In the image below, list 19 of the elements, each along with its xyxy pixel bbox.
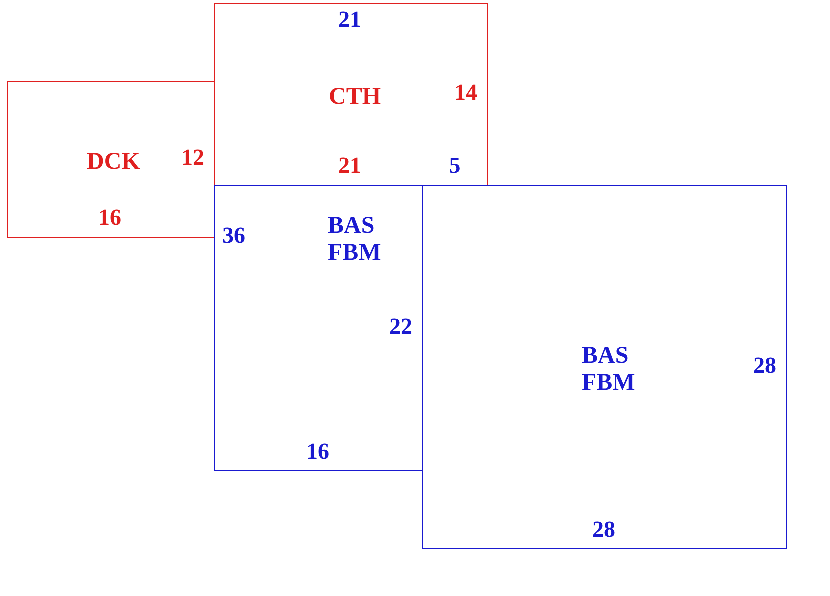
dimension-label: 12 xyxy=(182,145,204,171)
dimension-label: 5 xyxy=(449,153,461,179)
dimension-label: 14 xyxy=(454,80,478,106)
room-outline xyxy=(422,185,787,549)
dimension-label: 16 xyxy=(306,439,330,465)
dimension-label: 21 xyxy=(338,7,362,33)
dimension-label: 36 xyxy=(222,223,246,249)
room-name: CTH xyxy=(329,84,382,111)
dimension-label: 16 xyxy=(98,205,122,231)
dimension-label: 28 xyxy=(592,517,616,543)
dimension-label: 28 xyxy=(754,353,776,379)
dimension-label: 22 xyxy=(390,314,412,340)
room-name: BAS FBM xyxy=(582,343,636,397)
room-name: DCK xyxy=(87,149,142,176)
room-outline xyxy=(7,81,215,238)
room-outline xyxy=(214,185,423,471)
room-name: BAS FBM xyxy=(328,213,382,267)
room-outline xyxy=(214,3,488,186)
dimension-label: 21 xyxy=(338,153,362,179)
